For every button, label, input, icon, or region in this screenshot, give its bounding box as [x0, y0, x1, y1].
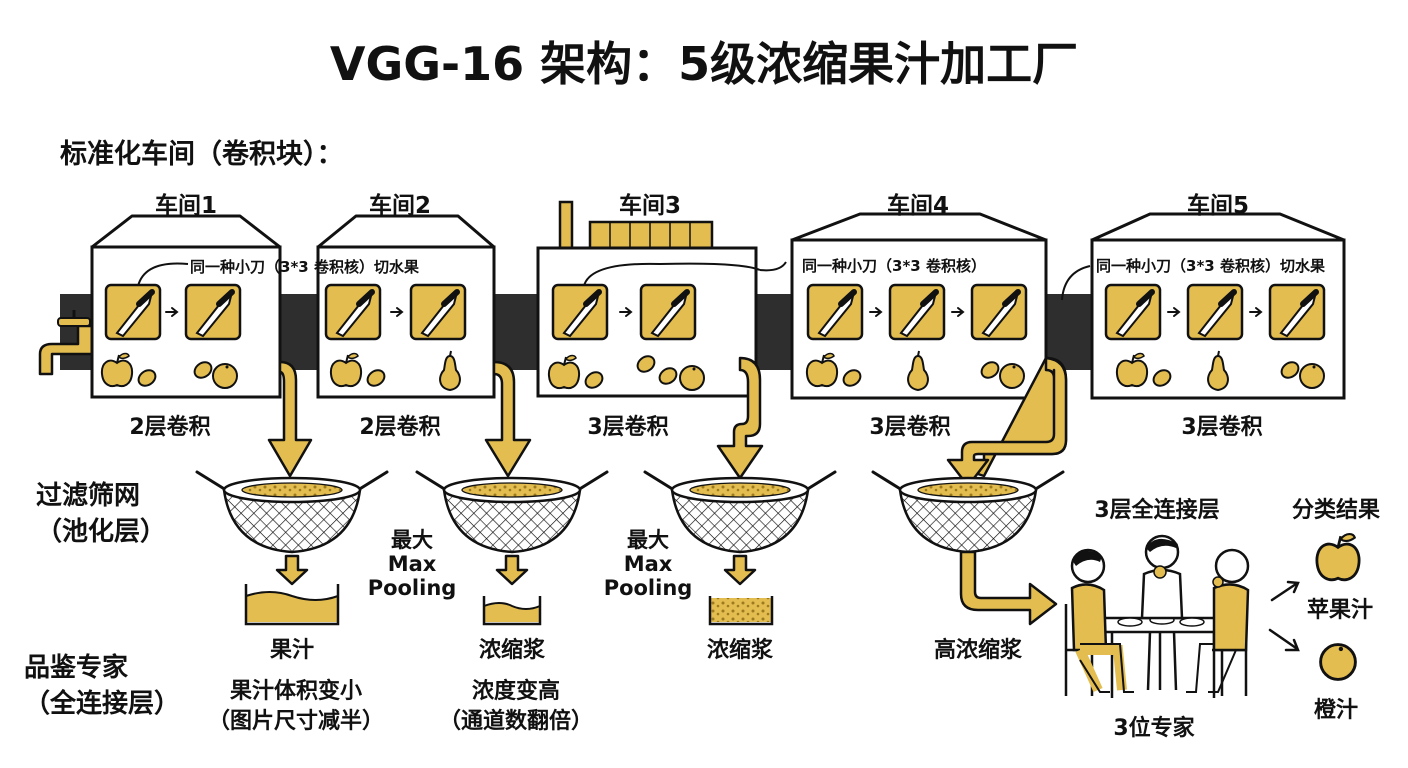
- workshop-label-2: 车间2: [368, 193, 431, 219]
- volume-note: 果汁体积变小 （图片尺寸减半）: [206, 677, 386, 737]
- result-apple-juice: 苹果汁: [1306, 598, 1373, 623]
- knife-icon: [1188, 285, 1242, 339]
- experts-illustration: [1064, 534, 1250, 698]
- orange-icon: [1319, 643, 1357, 681]
- workshop-label-5: 车间5: [1186, 193, 1249, 219]
- layer-count-1: 2层卷积: [129, 415, 211, 440]
- knife-icon: [186, 285, 240, 339]
- orange-icon: [679, 365, 705, 391]
- down-arrow-icon: [723, 554, 757, 586]
- annotation-curve: [1061, 265, 1091, 301]
- knife-icon: [1106, 285, 1160, 339]
- max-pooling-line: Pooling: [603, 576, 693, 600]
- orange-icon: [999, 363, 1025, 389]
- fc-label: 品鉴专家 （全连接层）: [24, 650, 180, 722]
- layer-count-5: 3层卷积: [1181, 415, 1263, 440]
- concentrate-container: [482, 596, 542, 626]
- knife-icon: [106, 285, 160, 339]
- sieve-icon: [195, 470, 389, 554]
- orange-icon: [1299, 363, 1325, 389]
- density-note: 浓度变高 （通道数翻倍）: [426, 677, 606, 737]
- max-pooling-line: 最大: [627, 528, 669, 552]
- workshop-label-1: 车间1: [154, 193, 217, 219]
- pipe-arrow: [716, 356, 764, 480]
- knife-note: 同一种小刀（3*3 卷积核）切水果: [1096, 257, 1325, 275]
- annotation-curve: [137, 262, 189, 287]
- knife-icon: [1270, 285, 1324, 339]
- max-pooling-line: 最大: [391, 528, 433, 552]
- max-pooling-line: Pooling: [367, 576, 457, 600]
- concentrate-container: [708, 596, 774, 626]
- down-arrow-icon: [495, 554, 529, 586]
- apple-icon: [1315, 532, 1361, 582]
- arrow-icon: [1268, 628, 1300, 652]
- result-orange-juice: 橙汁: [1313, 698, 1358, 723]
- juice-label: 果汁: [269, 638, 314, 663]
- max-pooling-label: 最大 Max Pooling: [602, 528, 694, 600]
- knife-icon: [808, 285, 862, 339]
- pipe-arrow: [267, 360, 313, 478]
- bent-arrow: [959, 550, 1058, 626]
- workshop-label-3: 车间3: [618, 193, 681, 219]
- faucet-icon: [38, 310, 94, 376]
- fc-title: 3层全连接层: [1094, 498, 1220, 523]
- knife-icon: [972, 285, 1026, 339]
- layer-count-2: 2层卷积: [359, 415, 441, 440]
- sieve-icon: [871, 470, 1065, 554]
- workshop-label-4: 车间4: [886, 193, 949, 219]
- experts-label: 3位专家: [1113, 716, 1195, 741]
- max-pooling-line: Max: [623, 552, 673, 576]
- fc-label-line1: 品鉴专家: [24, 653, 129, 683]
- conv-section-label: 标准化车间（卷积块）：: [60, 139, 344, 170]
- pooling-label-line2: （池化层）: [36, 517, 167, 547]
- density-note-line2: （通道数翻倍）: [438, 709, 593, 734]
- knife-note: 同一种小刀（3*3 卷积核）切水果: [190, 258, 419, 276]
- layer-count-3: 3层卷积: [587, 415, 669, 440]
- page-title: VGG-16 架构：5级浓缩果汁加工厂: [329, 37, 1079, 91]
- concentrate-label: 浓缩浆: [706, 638, 773, 663]
- max-pooling-label: 最大 Max Pooling: [366, 528, 458, 600]
- knife-note: 同一种小刀（3*3 卷积核）: [802, 257, 986, 275]
- pooling-label: 过滤筛网 （池化层）: [36, 478, 166, 550]
- orange-icon: [212, 363, 238, 389]
- pooling-label-line1: 过滤筛网: [36, 481, 141, 511]
- knife-icon: [641, 285, 695, 339]
- knife-icon: [890, 285, 944, 339]
- juice-container: [244, 584, 340, 626]
- knife-icon: [411, 285, 465, 339]
- max-pooling-line: Max: [387, 552, 437, 576]
- layer-count-4: 3层卷积: [869, 415, 951, 440]
- knife-icon: [553, 285, 607, 339]
- volume-note-line2: （图片尺寸减半）: [207, 709, 384, 734]
- concentrate-label: 浓缩浆: [478, 638, 545, 663]
- down-arrow-icon: [275, 554, 309, 586]
- pipe-arrow: [946, 356, 1068, 488]
- annotation-curve: [583, 262, 761, 287]
- volume-note-line1: 果汁体积变小: [229, 679, 362, 704]
- pipe-arrow: [484, 360, 532, 478]
- classification-title: 分类结果: [1291, 498, 1380, 523]
- fc-label-line2: （全连接层）: [24, 689, 181, 719]
- density-note-line1: 浓度变高: [471, 679, 560, 704]
- high-concentrate-label: 高浓缩浆: [933, 638, 1022, 663]
- knife-icon: [326, 285, 380, 339]
- arrow-icon: [1270, 580, 1300, 602]
